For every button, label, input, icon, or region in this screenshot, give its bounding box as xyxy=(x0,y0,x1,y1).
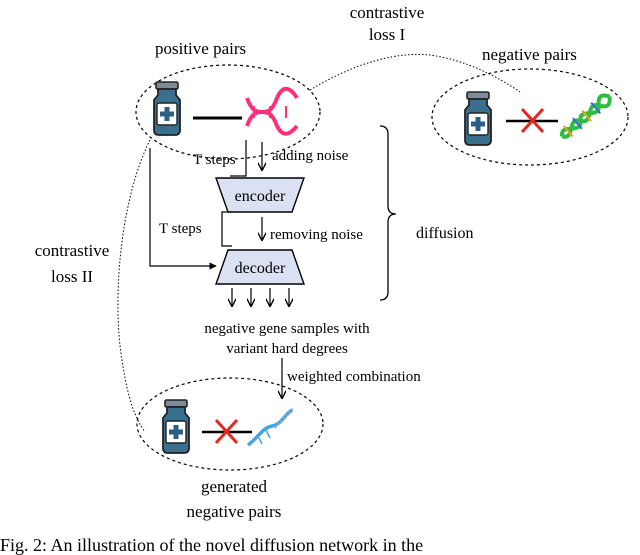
encoder-block xyxy=(215,177,305,213)
positive-pairs-label: positive pairs xyxy=(155,39,246,58)
generated-pairs-label: generated xyxy=(201,477,268,496)
negative-pairs-ellipse xyxy=(431,68,629,166)
negative-samples-label-line2: variant hard degrees xyxy=(226,341,348,357)
adding-noise-label: adding noise xyxy=(272,148,349,164)
positive-pairs-ellipse xyxy=(135,64,321,160)
pair-to-decoder-line xyxy=(149,148,217,270)
contrastive-loss-1-curve xyxy=(309,53,521,93)
diffusion-label: diffusion xyxy=(416,225,473,242)
contrastive-loss-1-label-line2: loss I xyxy=(369,25,406,44)
removing-noise-label: removing noise xyxy=(270,227,363,243)
contrastive-loss-1-label: contrastive xyxy=(350,3,425,22)
generated-negative-pairs-ellipse xyxy=(136,377,324,471)
t-steps-label-top: T steps xyxy=(193,152,236,168)
t-steps-bracket-mid xyxy=(221,211,232,247)
dna-strand-icon xyxy=(246,407,295,447)
contrastive-loss-2-label: contrastive xyxy=(35,241,110,260)
figure-caption: Fig. 2: An illustration of the novel dif… xyxy=(0,535,423,555)
dna-helix-icon xyxy=(560,93,612,139)
dna-helix-icon xyxy=(245,86,299,136)
positive-pair-vial-icon xyxy=(153,81,181,136)
red-cross-icon xyxy=(214,418,239,445)
contrastive-loss-2-label-line2: loss II xyxy=(51,267,93,286)
decoder-label: decoder xyxy=(235,260,286,277)
generated-pairs-label-line2: negative pairs xyxy=(187,502,282,521)
encoder-label: encoder xyxy=(235,188,286,205)
t-steps-label-mid: T steps xyxy=(159,221,202,237)
red-cross-icon xyxy=(520,107,545,134)
contrastive-loss-2-curve xyxy=(117,139,151,433)
negative-pair-vial-icon xyxy=(464,91,492,146)
negative-pairs-label: negative pairs xyxy=(482,45,577,64)
weighted-combination-label: weighted combination xyxy=(287,369,421,385)
diffusion-brace xyxy=(379,125,397,301)
negative-samples-label: negative gene samples with xyxy=(204,321,370,337)
t-steps-bracket-top xyxy=(230,140,247,177)
decoder-block xyxy=(215,249,305,285)
generated-pair-vial-icon xyxy=(162,399,190,454)
